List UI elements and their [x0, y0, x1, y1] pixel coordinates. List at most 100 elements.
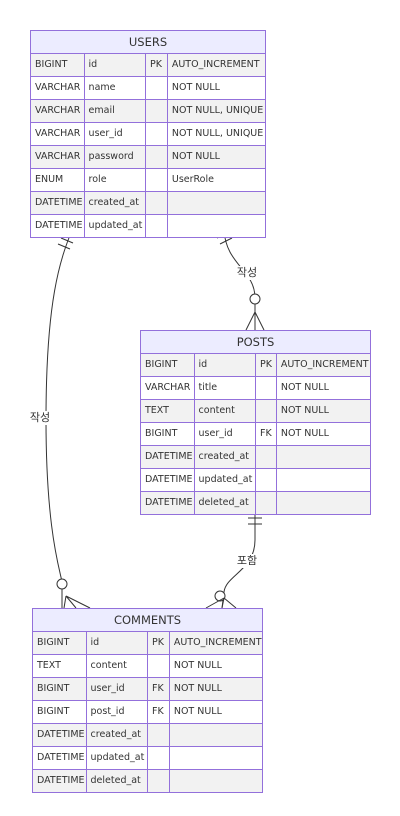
attr-key: FK: [256, 423, 277, 445]
rel-users-comments-one-mark-2: [57, 243, 71, 250]
attr-name: content: [87, 655, 148, 677]
rel-posts-comments-crow-foot: [205, 597, 237, 609]
attr-key: PK: [146, 54, 168, 76]
attr-key: [148, 655, 170, 677]
attr-comment: [277, 469, 370, 491]
attr-comment: AUTO_INCREMENT: [171, 59, 260, 70]
attr-type: DATETIME: [141, 492, 195, 514]
attr-type: BIGINT: [33, 701, 87, 723]
attr-name: created_at: [85, 192, 147, 214]
attr-comment: NOT NULL: [173, 706, 222, 717]
attr-key: [256, 446, 277, 468]
attr-name: post_id: [87, 701, 148, 723]
attr-type: BIGINT: [31, 54, 85, 76]
attr-type: DATETIME: [141, 446, 195, 468]
attr-type: BIGINT: [141, 423, 195, 445]
attr-name: updated_at: [85, 215, 147, 237]
attr-key: [146, 100, 168, 122]
rel-users-posts-one-mark-2: [219, 237, 233, 245]
attr-key: PK: [256, 354, 277, 376]
attr-key: FK: [148, 701, 170, 723]
attr-name: name: [85, 77, 147, 99]
attr-type: ENUM: [31, 169, 85, 191]
attr-key: [146, 77, 168, 99]
attr-key: [256, 492, 277, 514]
attr-key: [146, 192, 168, 214]
attr-key: [146, 123, 168, 145]
attr-type: DATETIME: [141, 469, 195, 491]
attr-name: id: [87, 632, 148, 654]
attr-comment: [170, 770, 262, 792]
attr-comment: [168, 215, 265, 237]
attr-comment: NOT NULL: [171, 151, 220, 162]
attr-name: updated_at: [195, 469, 256, 491]
attr-comment: [170, 747, 262, 769]
attr-name: created_at: [87, 724, 148, 746]
rel-posts-comments-line: [221, 508, 256, 609]
attr-comment: NOT NULL: [280, 382, 329, 393]
attr-key: [146, 169, 168, 191]
attr-comment: [277, 446, 370, 468]
rel-posts-comments-label: 포함: [235, 554, 259, 568]
attr-type: BIGINT: [33, 678, 87, 700]
attr-type: VARCHAR: [31, 146, 85, 168]
rel-users-posts-line: [223, 229, 256, 330]
attr-comment: [170, 724, 262, 746]
attr-key: [256, 377, 277, 399]
attr-key: [148, 747, 170, 769]
attr-type: BIGINT: [141, 354, 195, 376]
attr-comment: NOT NULL: [171, 82, 220, 93]
attr-comment: UserRole: [171, 174, 214, 185]
rel-users-comments-zero-circle: [56, 578, 68, 590]
rel-users-comments-one-mark-1: [60, 237, 74, 244]
attr-comment: NOT NULL, UNIQUE: [171, 105, 264, 116]
attr-comment: [277, 492, 370, 514]
attr-name: updated_at: [87, 747, 148, 769]
attr-name: content: [195, 400, 256, 422]
attr-key: [148, 724, 170, 746]
attr-key: [256, 400, 277, 422]
attr-key: PK: [148, 632, 170, 654]
attr-name: user_id: [87, 678, 148, 700]
rel-users-comments-label: 작성: [28, 411, 52, 425]
attr-comment: [168, 192, 265, 214]
attr-name: created_at: [195, 446, 256, 468]
attr-comment: NOT NULL: [280, 428, 329, 439]
attr-type: DATETIME: [31, 192, 85, 214]
attr-type: DATETIME: [33, 747, 87, 769]
attr-comment: NOT NULL: [280, 405, 329, 416]
rel-users-comments-crow-foot: [63, 595, 91, 609]
attr-key: FK: [148, 678, 170, 700]
attr-type: TEXT: [141, 400, 195, 422]
attr-type: DATETIME: [31, 215, 85, 237]
attr-name: deleted_at: [87, 770, 148, 792]
attr-comment: NOT NULL: [173, 660, 222, 671]
attr-type: DATETIME: [33, 770, 87, 792]
rel-users-posts-crow-foot: [245, 311, 265, 331]
attr-name: role: [85, 169, 147, 191]
entity-title: POSTS: [141, 331, 370, 354]
attr-type: VARCHAR: [31, 123, 85, 145]
attr-comment: AUTO_INCREMENT: [280, 359, 369, 370]
entity-title: COMMENTS: [33, 609, 262, 632]
attr-type: DATETIME: [33, 724, 87, 746]
